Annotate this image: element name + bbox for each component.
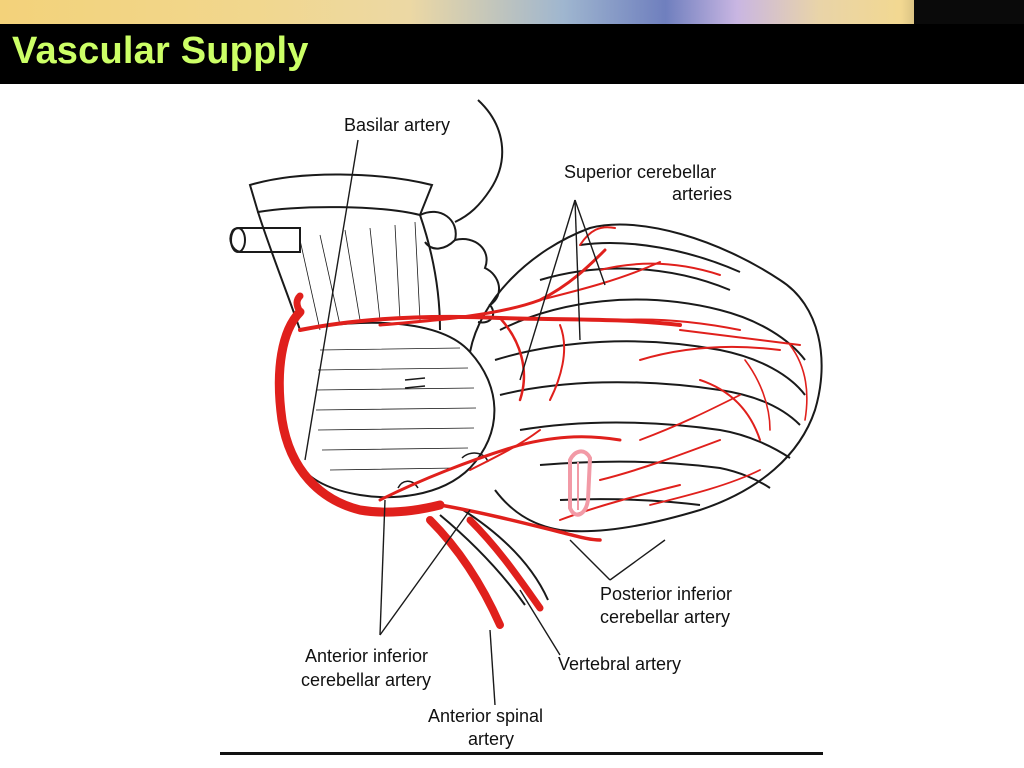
title-bar: Vascular Supply [0, 24, 1024, 84]
leader-vertebral [519, 589, 561, 656]
bottom-rule [220, 752, 823, 755]
label-pica-line1: Posterior inferior [600, 584, 732, 604]
label-superior-cerebellar-line1: Superior cerebellar [564, 162, 716, 182]
vertebral-artery-right [466, 516, 544, 612]
label-basilar-artery: Basilar artery [344, 115, 450, 135]
brainstem-drawing [229, 99, 823, 606]
leader-pica-1 [569, 539, 611, 581]
diagram-labels: Basilar artery Superior cerebellar arter… [301, 115, 732, 749]
leader-spinal [489, 629, 496, 706]
label-superior-cerebellar-line2: arteries [672, 184, 732, 204]
diagram-area: Basilar artery Superior cerebellar arter… [0, 84, 1024, 768]
label-aica-line1: Anterior inferior [305, 646, 428, 666]
leader-basilar [304, 139, 359, 461]
leader-superior-2 [574, 199, 581, 341]
pink-vessel-loop [568, 449, 593, 517]
leader-aica-1 [379, 499, 386, 636]
anterior-inferior-cerebellar-artery [378, 435, 622, 502]
label-aica-line2: cerebellar artery [301, 670, 431, 690]
leader-superior-1 [519, 199, 576, 381]
leader-aica-2 [379, 509, 471, 636]
label-anterior-spinal-line2: artery [468, 729, 514, 749]
leader-lines [304, 139, 666, 706]
top-band-dark-corner [914, 0, 1024, 24]
label-vertebral-artery: Vertebral artery [558, 654, 681, 674]
label-pica-line2: cerebellar artery [600, 607, 730, 627]
label-anterior-spinal-line1: Anterior spinal [428, 706, 543, 726]
slide-title: Vascular Supply [12, 30, 309, 72]
posterior-inferior-cerebellar-artery [438, 503, 602, 542]
artery-network [274, 226, 808, 629]
vertebral-artery-left [426, 516, 504, 629]
leader-superior-3 [574, 199, 606, 286]
leader-pica-2 [609, 539, 666, 581]
top-decorative-band [0, 0, 1024, 24]
basilar-artery-trunk [274, 307, 445, 517]
brainstem-cerebellum-diagram: Basilar artery Superior cerebellar arter… [229, 99, 823, 749]
